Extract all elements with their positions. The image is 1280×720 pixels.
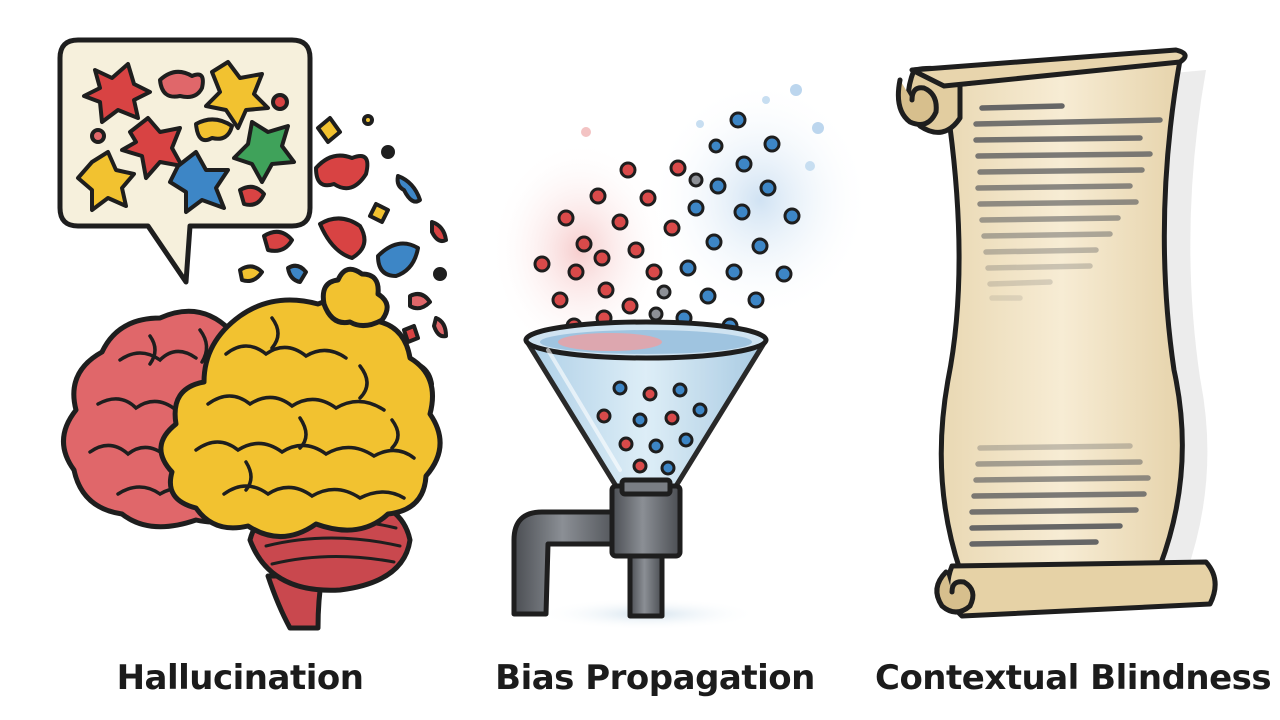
funnel-icon (523, 319, 769, 489)
brain-icon (61, 266, 443, 631)
scroll-text-bottom (969, 443, 1151, 547)
caption-contextual-blindness: Contextual Blindness (875, 658, 1272, 698)
pipe-icon (511, 477, 683, 619)
particle-cloud (533, 111, 801, 350)
funnel-particles (596, 380, 708, 476)
bubble-shapes (76, 60, 296, 214)
blue-particles (675, 111, 801, 350)
bias-propagation-illustration (490, 80, 870, 630)
blue-mist (650, 80, 870, 320)
contextual-blindness-illustration (895, 47, 1218, 619)
hallucination-illustration (57, 37, 448, 631)
scroll-icon (895, 47, 1218, 619)
flying-fragments (238, 114, 448, 387)
scroll-text-top (973, 103, 1163, 301)
faint-particles (581, 84, 824, 171)
caption-bias-propagation: Bias Propagation (495, 658, 815, 698)
caption-hallucination: Hallucination (116, 658, 364, 698)
